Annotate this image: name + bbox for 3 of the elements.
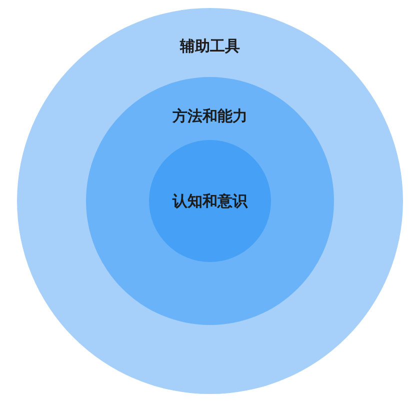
ring-label: 认知和意识	[172, 192, 248, 210]
ring-label: 方法和能力	[172, 107, 248, 125]
ring-label: 辅助工具	[180, 37, 240, 55]
